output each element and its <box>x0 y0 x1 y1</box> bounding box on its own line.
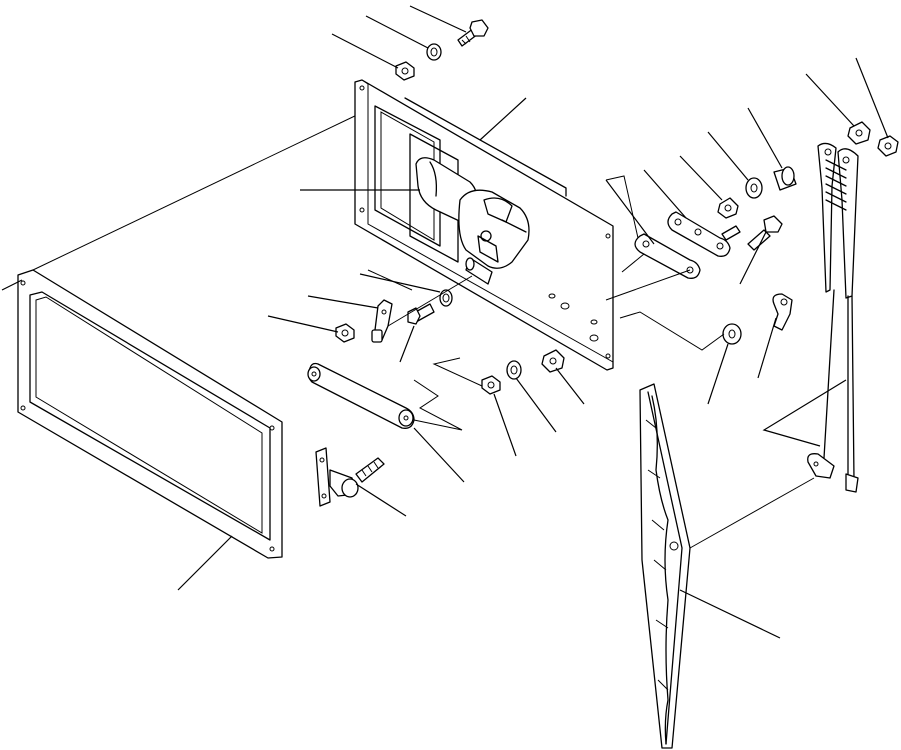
leader-line <box>399 325 415 363</box>
wiper-blade <box>639 383 815 749</box>
leader-line <box>679 589 781 639</box>
link-plates <box>634 211 731 279</box>
leader-line <box>413 427 465 483</box>
wiper-motor <box>409 133 530 285</box>
leader-line <box>643 169 687 219</box>
leader-lines <box>1 5 889 639</box>
leader-line <box>805 73 855 127</box>
pivot-bracket <box>315 447 385 507</box>
leader-line <box>605 179 655 245</box>
leader-line <box>515 377 557 433</box>
leader-line <box>1 279 23 291</box>
leader-line <box>365 15 429 49</box>
leader-line <box>359 273 441 293</box>
leader-line <box>747 107 783 169</box>
washers <box>722 177 763 345</box>
leader-line <box>555 367 585 405</box>
leader-line <box>493 393 517 457</box>
elbow-fitting <box>772 293 793 331</box>
leader-line <box>739 231 767 285</box>
leader-line <box>479 97 527 141</box>
mounting-frame <box>17 113 360 559</box>
motor-cover-box <box>409 133 459 263</box>
leader-line <box>355 483 407 517</box>
leader-line <box>762 379 847 447</box>
leader-line <box>267 315 339 333</box>
assembly-centerlines <box>367 175 725 431</box>
crank-arm <box>371 299 393 343</box>
leader-line <box>707 343 729 405</box>
leader-line <box>679 155 723 201</box>
spacer <box>773 166 797 191</box>
leader-line <box>331 33 399 69</box>
leader-line <box>409 5 467 33</box>
leader-line <box>707 131 749 181</box>
leader-line <box>177 535 233 591</box>
leader-line <box>757 317 777 379</box>
leader-line <box>307 295 379 309</box>
link-rod <box>307 362 415 429</box>
fastener-nuts <box>335 43 899 395</box>
leader-line <box>855 57 889 139</box>
wiper-arm <box>807 142 859 493</box>
fastener-bolts <box>407 19 783 325</box>
